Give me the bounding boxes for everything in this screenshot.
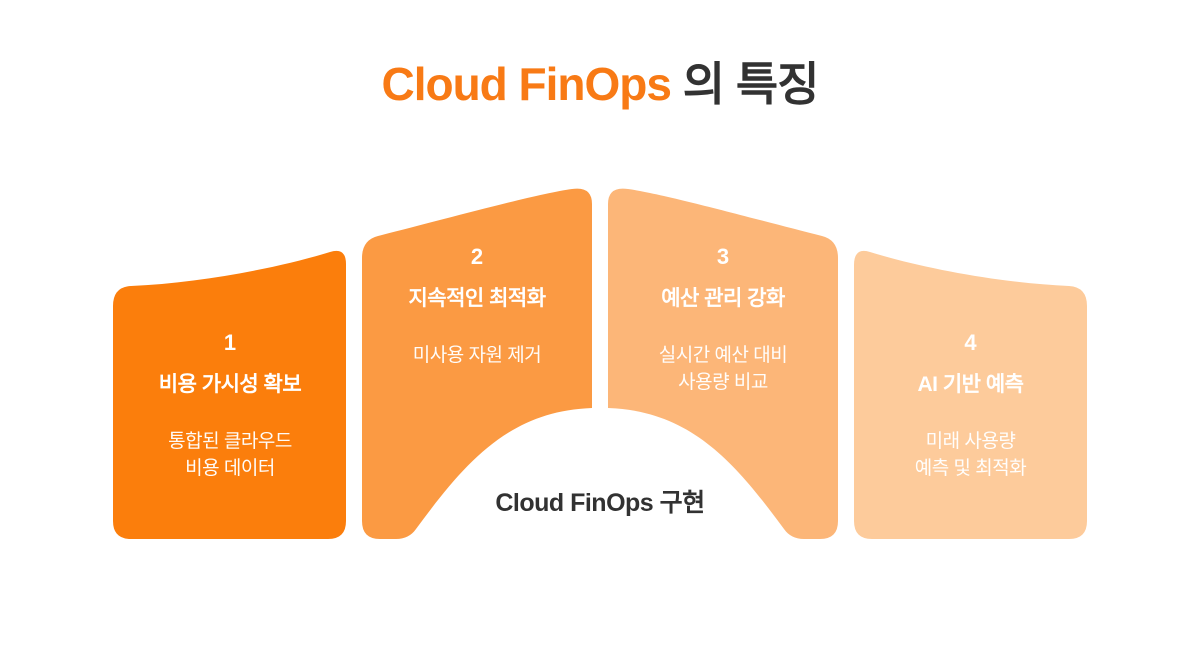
- panel-1-title: 비용 가시성 확보: [158, 373, 302, 396]
- panel-3-title: 예산 관리 강화: [661, 287, 785, 310]
- page-title: Cloud FinOps 의 특징: [0, 56, 1200, 112]
- panel-2-shape: [362, 188, 592, 540]
- panel-4-description: 미래 사용량 예측 및 최적화: [914, 431, 1027, 479]
- panel-4-title: AI 기반 예측: [917, 373, 1024, 396]
- panel-2-title: 지속적인 최적화: [408, 287, 546, 310]
- panel-2-number: 2: [470, 244, 484, 269]
- panel-1-shape: [113, 250, 346, 539]
- panel-4-text: 4 AI 기반 예측 미래 사용량 예측 및 최적화: [854, 328, 1087, 482]
- panel-4-shape: [854, 250, 1087, 540]
- panel-1-text: 1 비용 가시성 확보 통합된 클라우드 비용 데이터: [114, 328, 346, 482]
- panel-3-description: 실시간 예산 대비 사용량 비교: [658, 345, 788, 393]
- arch-caption: Cloud FinOps 구현: [495, 489, 705, 517]
- panel-1-number: 1: [223, 330, 237, 355]
- panel-2-description: 미사용 자원 제거: [412, 345, 542, 366]
- page-title-highlight: Cloud FinOps: [381, 58, 672, 110]
- panel-3-shape: [608, 188, 838, 540]
- panel-2-text: 2 지속적인 최적화 미사용 자원 제거: [362, 242, 592, 369]
- panel-1-description: 통합된 클라우드 비용 데이터: [168, 431, 292, 479]
- panel-3-number: 3: [716, 244, 730, 269]
- panel-4-number: 4: [964, 330, 977, 355]
- panel-3-text: 3 예산 관리 강화 실시간 예산 대비 사용량 비교: [608, 242, 838, 396]
- page-title-suffix: 의 특징: [670, 58, 820, 110]
